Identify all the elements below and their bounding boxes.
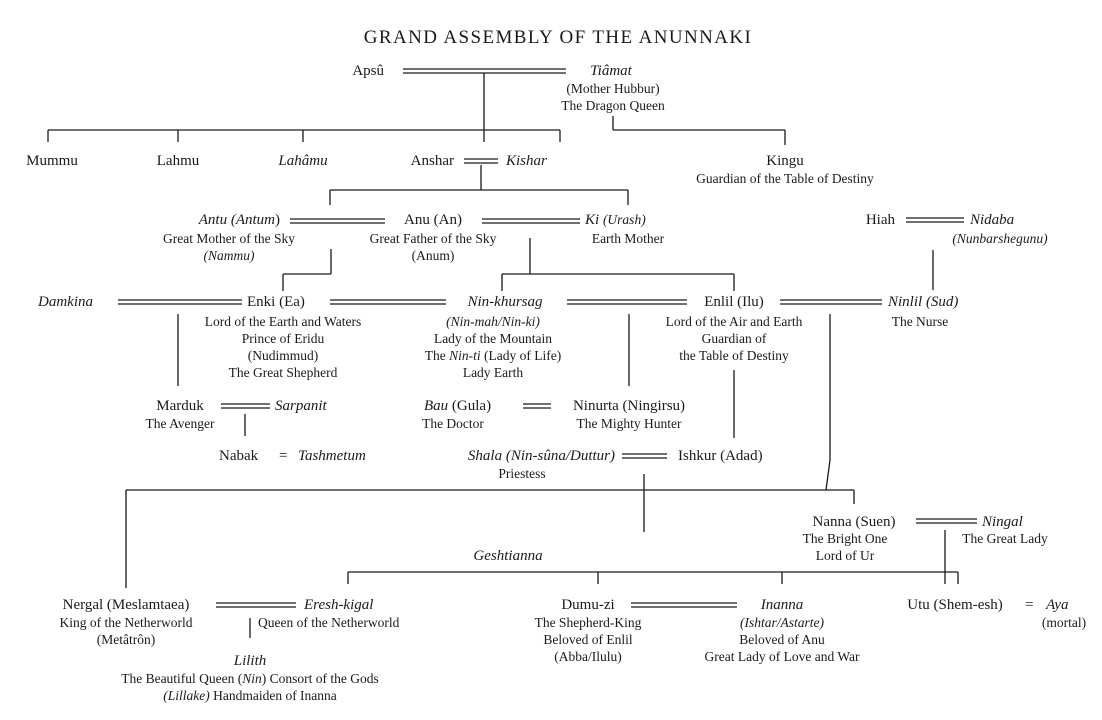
node-inanna-epithet-2: Beloved of Anu xyxy=(739,632,825,647)
node-mummu: Mummu xyxy=(26,153,78,169)
node-ningal-epithet-1: The Great Lady xyxy=(962,531,1048,546)
node-aya: Aya xyxy=(1046,597,1069,613)
node-bau: Bau (Gula) xyxy=(424,398,492,414)
node-sarpanit: Sarpanit xyxy=(275,398,327,414)
node-ki: Ki (Urash) xyxy=(585,212,646,228)
node-ningal: Ningal xyxy=(982,514,1023,530)
node-anu-epithet-1: Great Father of the Sky xyxy=(369,231,497,246)
node-apsu: Apsû xyxy=(352,63,384,79)
node-tashmetum: Tashmetum xyxy=(298,448,366,464)
node-kingu: Kingu xyxy=(766,153,804,169)
node-inanna-epithet-3: Great Lady of Love and War xyxy=(704,649,860,664)
node-lilith: Lilith xyxy=(233,653,267,669)
node-marduk-epithet-1: The Avenger xyxy=(145,416,215,431)
node-enki-epithet-1: Lord of the Earth and Waters xyxy=(204,314,362,329)
node-ishkur: Ishkur (Adad) xyxy=(678,448,763,464)
node-nanna: Nanna (Suen) xyxy=(812,514,896,530)
node-geshtianna: Geshtianna xyxy=(473,548,543,564)
node-inanna-epithet-1: (Ishtar/Astarte) xyxy=(740,615,824,630)
node-nergal: Nergal (Meslamtaea) xyxy=(62,597,190,613)
node-anu: Anu (An) xyxy=(404,212,462,228)
node-tiamat-epithet-1: (Mother Hubbur) xyxy=(566,81,660,96)
node-anshar: Anshar xyxy=(410,153,454,169)
node-eresh-kigal-epithet-1: Queen of the Netherworld xyxy=(258,615,400,630)
node-enlil: Enlil (Ilu) xyxy=(704,294,764,310)
node-enlil-epithet-1: Lord of the Air and Earth xyxy=(665,314,803,329)
node-nanna-epithet-1: The Bright One xyxy=(802,531,888,546)
node-ninurta: Ninurta (Ningirsu) xyxy=(572,398,686,414)
node-nin-khursag: Nin-khursag xyxy=(467,294,543,310)
node-ninlil: Ninlil (Sud) xyxy=(888,294,959,310)
node-anu-epithet-2: (Anum) xyxy=(411,248,455,263)
node-utu: Utu (Shem-esh) xyxy=(907,597,1003,613)
node-antu: Antu (Antum) xyxy=(198,212,280,228)
node-dumu-zi: Dumu-zi xyxy=(561,597,615,613)
node-hiah: Hiah xyxy=(865,212,895,228)
node-enki-epithet-3: (Nudimmud) xyxy=(247,348,319,363)
node-enki-epithet-4: The Great Shepherd xyxy=(228,365,338,380)
node-shala: Shala (Nin-sûna/Duttur) xyxy=(467,448,615,464)
node-eresh-kigal: Eresh-kigal xyxy=(304,597,374,613)
node-bau-epithet-1: The Doctor xyxy=(422,416,484,431)
node-damkina: Damkina xyxy=(38,294,93,310)
node-nergal-epithet-1: King of the Netherworld xyxy=(59,615,193,630)
node-lilith-epithet-2: (Lillake) Handmaiden of Inanna xyxy=(163,688,337,703)
node-nabak: Nabak xyxy=(219,448,259,464)
node-nanna-epithet-2: Lord of Ur xyxy=(815,548,875,563)
node-ninlil-epithet-1: The Nurse xyxy=(891,314,949,329)
node-lahmu: Lahmu xyxy=(156,153,200,169)
node-marduk: Marduk xyxy=(156,398,204,414)
node-lilith-epithet-1: The Beautiful Queen (Nin) Consort of the… xyxy=(121,671,379,686)
diagram-title: GRAND ASSEMBLY OF THE ANUNNAKI xyxy=(363,27,753,48)
node-enki-epithet-2: Prince of Eridu xyxy=(241,331,325,346)
node-lahamu: Lahâmu xyxy=(278,153,328,169)
marriage-sign: = xyxy=(279,448,288,464)
node-nidaba: Nidaba xyxy=(970,212,1015,228)
node-enlil-epithet-3: the Table of Destiny xyxy=(679,348,789,363)
node-shala-epithet-1: Priestess xyxy=(498,466,546,481)
node-dumu-zi-epithet-2: Beloved of Enlil xyxy=(543,632,633,647)
node-tiamat: Tiâmat xyxy=(590,63,632,79)
node-kishar: Kishar xyxy=(506,153,547,169)
node-dumu-zi-epithet-3: (Abba/Ilulu) xyxy=(554,649,622,664)
node-enlil-epithet-2: Guardian of xyxy=(701,331,767,346)
descent-line-enlil-nanna xyxy=(825,459,831,491)
node-enki: Enki (Ea) xyxy=(247,294,305,310)
node-nin-khursag-epithet-4: Lady Earth xyxy=(462,365,524,380)
node-nin-khursag-epithet-3: The Nin-ti (Lady of Life) xyxy=(424,348,562,363)
node-antu-epithet-2: (Nammu) xyxy=(203,248,255,263)
node-nergal-epithet-2: (Metâtrôn) xyxy=(96,632,156,647)
node-ninurta-epithet-1: The Mighty Hunter xyxy=(576,416,682,431)
node-tiamat-epithet-2: The Dragon Queen xyxy=(561,98,665,113)
node-aya-epithet-1: (mortal) xyxy=(1041,615,1087,630)
node-kingu-epithet-1: Guardian of the Table of Destiny xyxy=(696,171,874,186)
node-nin-khursag-epithet-2: Lady of the Mountain xyxy=(433,331,553,346)
node-nidaba-epithet-1: (Nunbarshegunu) xyxy=(952,231,1048,246)
node-inanna: Inanna xyxy=(760,597,804,613)
node-ki-epithet-1: Earth Mother xyxy=(591,231,665,246)
marriage-sign: = xyxy=(1025,597,1034,613)
node-dumu-zi-epithet-1: The Shepherd-King xyxy=(534,615,642,630)
node-nin-khursag-epithet-1: (Nin-mah/Nin-ki) xyxy=(446,314,540,329)
node-antu-epithet-1: Great Mother of the Sky xyxy=(163,231,295,246)
